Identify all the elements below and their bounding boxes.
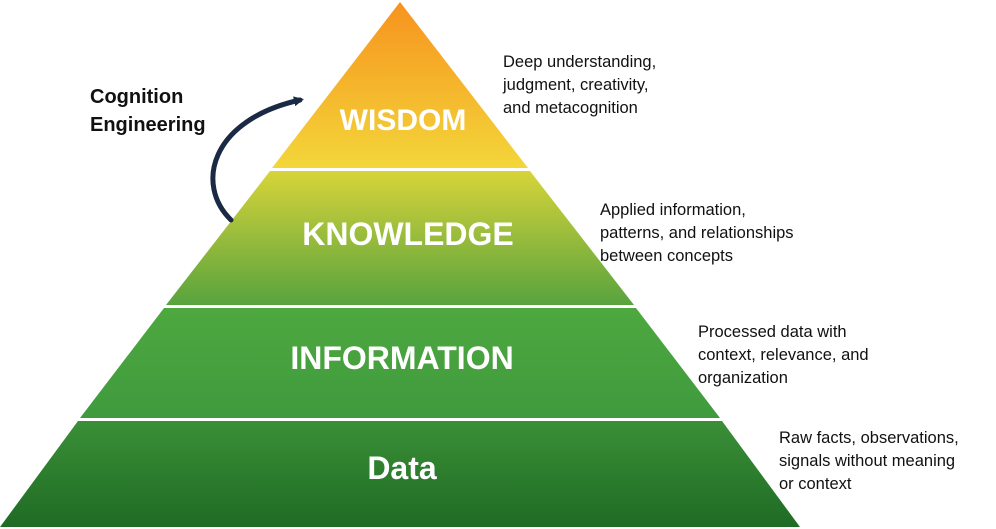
cognition-engineering-arrow: [210, 96, 304, 223]
description-data: Raw facts, observations, signals without…: [779, 427, 959, 496]
cognition-engineering-label: Cognition Engineering: [90, 83, 206, 139]
description-line: Processed data with: [698, 323, 847, 341]
description-line: between concepts: [600, 247, 734, 265]
label-knowledge: KNOWLEDGE: [302, 216, 514, 252]
description-line: Raw facts, observations,: [779, 429, 959, 447]
description-line: organization: [698, 369, 788, 387]
description-line: Deep understanding,: [503, 53, 657, 71]
engineering-label-line: Engineering: [90, 114, 206, 136]
description-knowledge: Applied information, patterns, and relat…: [600, 199, 794, 268]
tier-information: [80, 308, 720, 418]
label-data: Data: [367, 450, 437, 486]
description-line: Applied information,: [600, 201, 746, 219]
description-line: and metacognition: [503, 99, 638, 117]
tier-knowledge: [166, 171, 634, 305]
label-information: INFORMATION: [290, 340, 513, 376]
description-line: context, relevance, and: [698, 346, 869, 364]
tier-wisdom: [272, 2, 528, 168]
description-line: signals without meaning: [779, 452, 956, 470]
tier-data: [0, 421, 800, 527]
description-wisdom: Deep understanding, judgment, creativity…: [503, 51, 656, 120]
cognition-label-line: Cognition: [90, 86, 184, 108]
description-line: or context: [779, 475, 852, 493]
description-line: patterns, and relationships: [600, 224, 794, 242]
description-information: Processed data with context, relevance, …: [698, 321, 869, 390]
label-wisdom: WISDOM: [340, 104, 467, 137]
description-line: judgment, creativity,: [503, 76, 649, 94]
